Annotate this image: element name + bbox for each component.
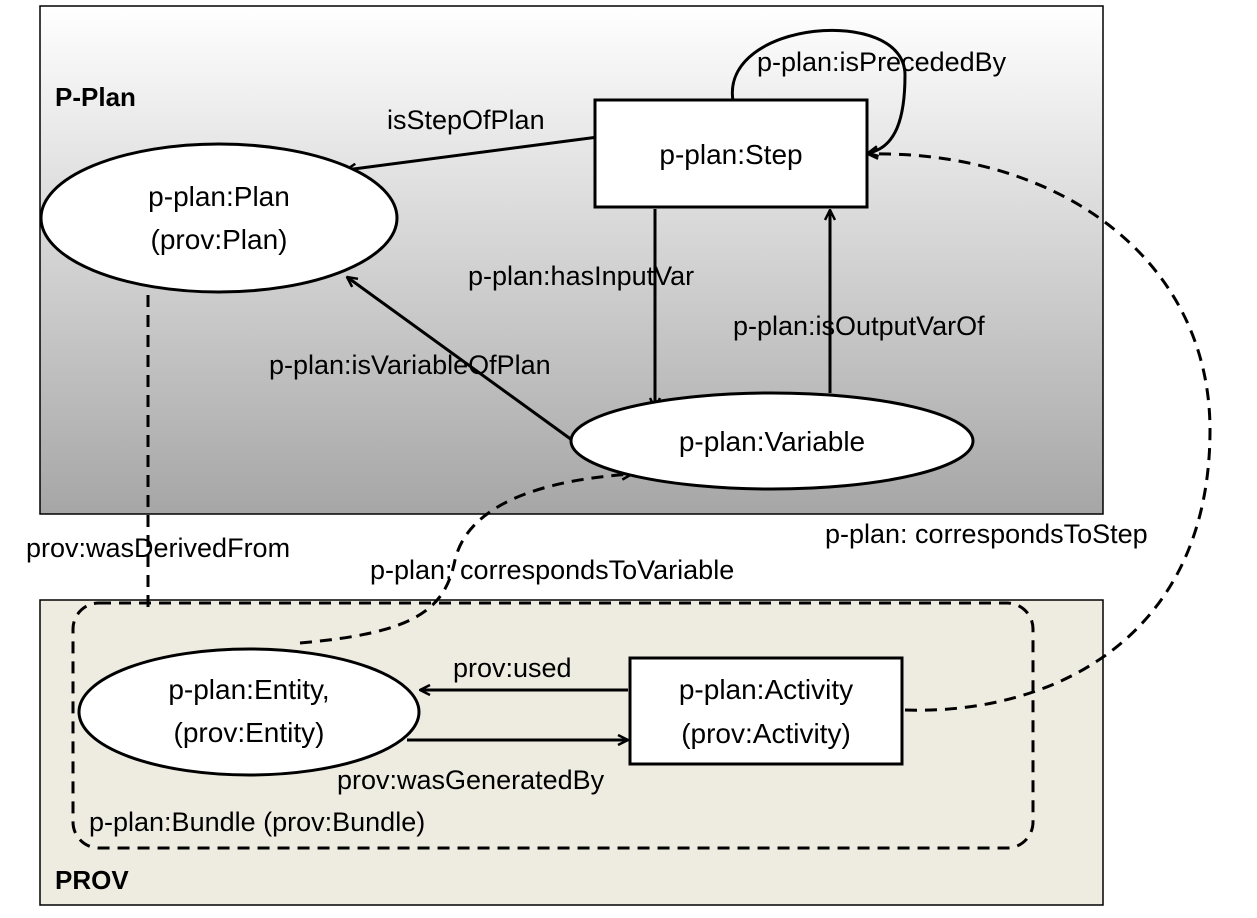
pplan-section-label: P-Plan: [55, 82, 136, 112]
node-plan: [39, 142, 399, 294]
edge-corresponds-to-step: [868, 154, 1212, 712]
label-is-output-var-of: p-plan:isOutputVarOf: [733, 311, 985, 341]
label-used: prov:used: [453, 653, 572, 683]
node-step: [593, 98, 869, 209]
node-step-label: p-plan:Step: [659, 139, 802, 170]
node-activity: [628, 656, 904, 766]
bundle-boundary: [71, 601, 1035, 850]
label-corresponds-to-step: p-plan: correspondsToStep: [825, 519, 1148, 549]
label-was-derived-from: prov:wasDerivedFrom: [26, 533, 290, 563]
node-variable: [569, 391, 975, 491]
node-plan-label-line1: p-plan:Plan: [148, 181, 290, 212]
label-corresponds-to-variable: p-plan: correspondsToVariable: [370, 555, 734, 585]
label-is-variable-of-plan: p-plan:isVariableOfPlan: [269, 350, 551, 380]
node-variable-label: p-plan:Variable: [679, 426, 865, 457]
node-plan-label-line2: (prov:Plan): [151, 224, 288, 255]
node-entity: [77, 647, 421, 777]
label-is-step-of-plan: isStepOfPlan: [387, 105, 545, 135]
edge-corresponds-to-variable: [299, 474, 632, 645]
label-has-input-var: p-plan:hasInputVar: [468, 261, 694, 291]
prov-section-label: PROV: [55, 865, 129, 895]
node-activity-label-line2: (prov:Activity): [681, 718, 851, 749]
label-was-generated-by: prov:wasGeneratedBy: [337, 765, 605, 795]
edge-is-preceded-by: [731, 28, 907, 153]
node-entity-label-line1: p-plan:Entity,: [168, 674, 329, 705]
label-is-preceded-by: p-plan:isPrecededBy: [757, 47, 1007, 77]
label-bundle: p-plan:Bundle (prov:Bundle): [89, 807, 425, 837]
edge-is-variable-of-plan: [347, 277, 573, 442]
edge-is-step-of-plan: [346, 135, 599, 170]
node-activity-label-line1: p-plan:Activity: [679, 674, 853, 705]
node-entity-label-line2: (prov:Entity): [174, 717, 325, 748]
